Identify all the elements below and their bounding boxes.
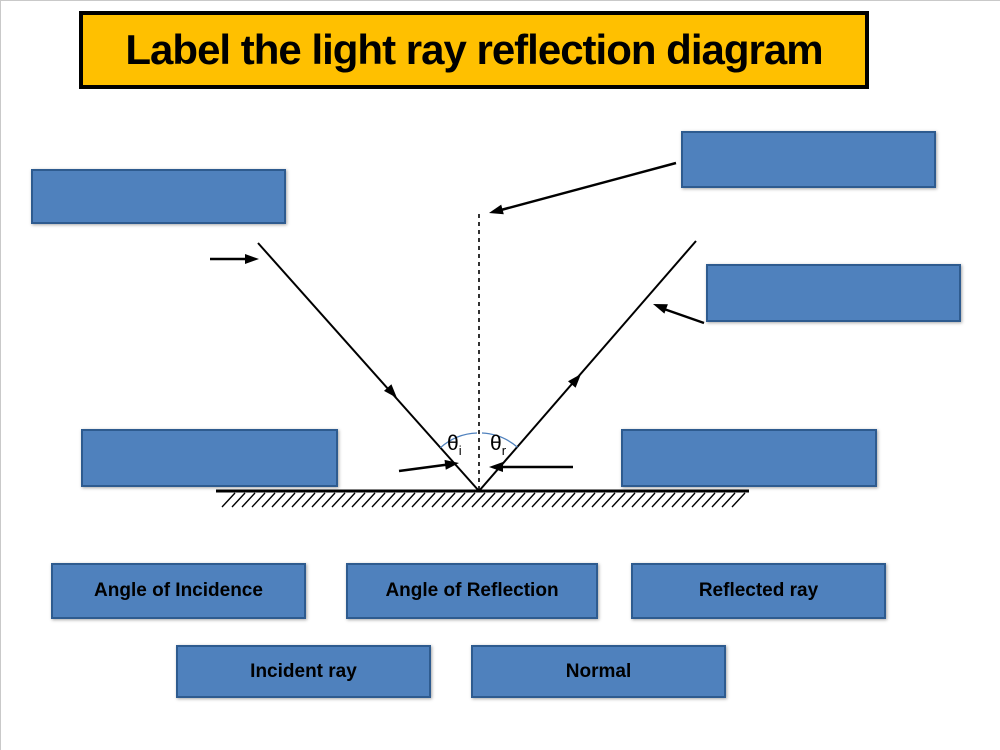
label-text: Normal — [565, 660, 632, 682]
mirror-hatching — [221, 492, 746, 508]
label-incident-ray[interactable]: Incident ray — [176, 645, 431, 698]
theta-i-symbol: θ — [447, 432, 459, 455]
drop-slot-right-middle[interactable] — [706, 264, 961, 322]
pointer-normal-arrowhead — [489, 204, 504, 215]
theta-r-subscript: r — [501, 443, 507, 459]
pointer-angle-reflection-arrowhead — [489, 462, 503, 472]
drop-slot-top-right[interactable] — [681, 131, 936, 188]
drop-slot-bottom-right[interactable] — [621, 429, 877, 487]
title-banner: Label the light ray reflection diagram — [79, 11, 869, 89]
label-text: Incident ray — [250, 660, 357, 682]
drop-slot-top-left[interactable] — [31, 169, 286, 224]
pointer-reflected-ray-arrowhead — [653, 304, 668, 314]
label-normal[interactable]: Normal — [471, 645, 726, 698]
pointer-normal-line — [500, 161, 677, 212]
label-reflected-ray[interactable]: Reflected ray — [631, 563, 886, 619]
theta-r-label: θr — [490, 433, 506, 457]
theta-r-symbol: θ — [490, 432, 502, 455]
label-text: Angle of Reflection — [385, 580, 559, 601]
label-angle-of-reflection[interactable]: Angle of Reflection — [346, 563, 598, 619]
theta-i-label: θi — [447, 433, 462, 457]
pointer-reflected-ray-line — [663, 307, 705, 325]
incident-ray-arrowhead — [384, 384, 397, 398]
page-title: Label the light ray reflection diagram — [125, 26, 823, 73]
pointer-angle-incidence-arrowhead — [444, 459, 459, 470]
pointer-angle-incidence-line — [398, 463, 448, 473]
label-text: Angle of Incidence — [94, 580, 263, 601]
label-text: Reflected ray — [698, 580, 819, 601]
label-angle-of-incidence[interactable]: Angle of Incidence — [51, 563, 306, 619]
theta-i-subscript: i — [458, 443, 462, 459]
drop-slot-bottom-left[interactable] — [81, 429, 338, 487]
pointer-incident-ray-arrowhead — [245, 254, 259, 264]
reflected-ray-arrowhead — [568, 374, 581, 388]
